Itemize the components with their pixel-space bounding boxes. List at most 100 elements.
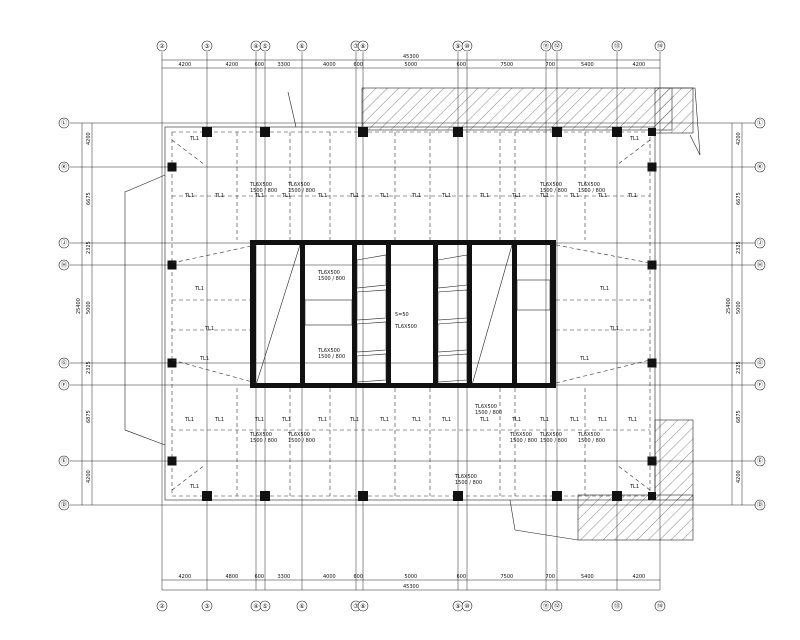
beam-tag: TL1 xyxy=(479,417,489,423)
axis-bubble xyxy=(156,600,168,612)
beam-spec-detail: 1500 / 800 xyxy=(318,354,345,360)
column xyxy=(552,127,562,137)
beam-tag: TL1 xyxy=(609,326,619,332)
axis-bubble xyxy=(201,600,213,612)
beam-spec-detail: 1500 / 800 xyxy=(578,438,605,444)
beam-spec-detail: 1500 / 800 xyxy=(578,188,605,194)
axis-label: ⑤ xyxy=(262,43,267,50)
axis-bubble xyxy=(754,357,766,369)
beam-spec: TL6X500 xyxy=(539,432,562,438)
beam-tag: TL1 xyxy=(349,417,359,423)
axis-label: Ⓓ xyxy=(757,501,763,509)
dimension-total-label: 45300 xyxy=(403,54,419,60)
dimension-label: 7500 xyxy=(501,574,514,580)
beam-spec-detail: 1500 / 800 xyxy=(510,438,537,444)
dimension-label: 5000 xyxy=(405,62,418,68)
column xyxy=(167,162,177,172)
beam-spec: TL6X500 xyxy=(474,404,497,410)
dimension-label: 4200 xyxy=(633,574,646,580)
dimension-label: 5000 xyxy=(86,301,92,314)
axis-label: ⑥ xyxy=(299,603,304,610)
beam-tag: TL1 xyxy=(539,417,549,423)
column xyxy=(358,491,368,501)
beam-spec-detail: 1500 / 800 xyxy=(250,188,277,194)
column xyxy=(202,127,212,137)
site-edge-left xyxy=(124,174,166,446)
core-spec: TL6X500 xyxy=(394,324,417,330)
dimension-label: 5000 xyxy=(736,301,742,314)
axis-bubble xyxy=(754,161,766,173)
corner-braces xyxy=(171,139,651,491)
beam-spec: TL6X500 xyxy=(454,474,477,480)
site-edge-bottom xyxy=(509,499,579,541)
beam-spec-detail: 1500 / 800 xyxy=(475,410,502,416)
site-edge-top-right xyxy=(672,87,701,156)
column xyxy=(202,491,212,501)
axis-bubble xyxy=(259,600,271,612)
beam-tag: TL1 xyxy=(379,193,389,199)
axis-bubble xyxy=(754,259,766,271)
axis-label: ③ xyxy=(204,43,209,50)
site-edge-top-left xyxy=(287,91,297,128)
beam-spec: TL6X500 xyxy=(577,432,600,438)
beam-spec-detail: 1500 / 800 xyxy=(540,438,567,444)
beam-lines xyxy=(172,132,650,496)
axis-bubble xyxy=(654,40,666,52)
axis-bubble xyxy=(58,117,70,129)
beam-spec: TL6X500 xyxy=(317,270,340,276)
axis-bubble xyxy=(551,600,563,612)
beam-tag: TL1 xyxy=(411,193,421,199)
dimension-label: 6875 xyxy=(86,410,92,423)
dimension-label: 600 xyxy=(457,62,467,68)
axis-label: ⑬ xyxy=(614,42,620,50)
axis-bubble xyxy=(58,357,70,369)
axis-bubble xyxy=(540,40,552,52)
column xyxy=(453,127,463,137)
beam-tag: TL1 xyxy=(204,326,214,332)
axis-bubble xyxy=(611,600,623,612)
axis-label: ② xyxy=(159,43,165,50)
beam-tag: TL1 xyxy=(281,417,291,423)
axis-label: Ⓚ xyxy=(757,163,763,171)
beam-spec: TL6X500 xyxy=(509,432,532,438)
axis-label: ⑩ xyxy=(464,603,469,610)
axis-bubble xyxy=(58,161,70,173)
dimension-label: 600 xyxy=(457,574,467,580)
column xyxy=(648,492,656,500)
dimension-label: 4800 xyxy=(226,574,239,580)
dimension-label: 2325 xyxy=(736,241,742,254)
beam-tag: TL1 xyxy=(254,193,264,199)
beam-spec: TL6X500 xyxy=(287,432,310,438)
axis-bubble xyxy=(296,600,308,612)
axis-label: ⑭ xyxy=(657,42,663,50)
axis-label: ⑤ xyxy=(262,603,267,610)
dimension-label: 2325 xyxy=(86,241,92,254)
axis-bubble xyxy=(461,600,473,612)
axis-label: Ⓙ xyxy=(61,239,67,247)
beam-tag: TL1 xyxy=(214,193,224,199)
axis-label: Ⓛ xyxy=(61,119,67,127)
beam-tag: TL1 xyxy=(627,193,637,199)
axis-bubble xyxy=(357,40,369,52)
beam-tag: TL1 xyxy=(599,286,609,292)
dimension-label: 7500 xyxy=(501,62,514,68)
axis-bubble xyxy=(357,600,369,612)
dimension-label: 4000 xyxy=(323,62,336,68)
dimension-label: 4200 xyxy=(86,132,92,145)
beam-tag: TL1 xyxy=(379,417,389,423)
beam-tag: TL1 xyxy=(511,193,521,199)
beam-spec: TL6X500 xyxy=(249,432,272,438)
beam-tag: TL1 xyxy=(539,193,549,199)
axis-bubble xyxy=(58,237,70,249)
dimension-label: 2325 xyxy=(86,361,92,374)
column xyxy=(453,491,463,501)
beam-tag: TL1 xyxy=(479,193,489,199)
axis-bubble xyxy=(259,40,271,52)
axis-bubble xyxy=(754,117,766,129)
axis-label: Ⓔ xyxy=(61,457,67,465)
beam-tag: TL1 xyxy=(579,356,589,362)
column xyxy=(552,491,562,501)
